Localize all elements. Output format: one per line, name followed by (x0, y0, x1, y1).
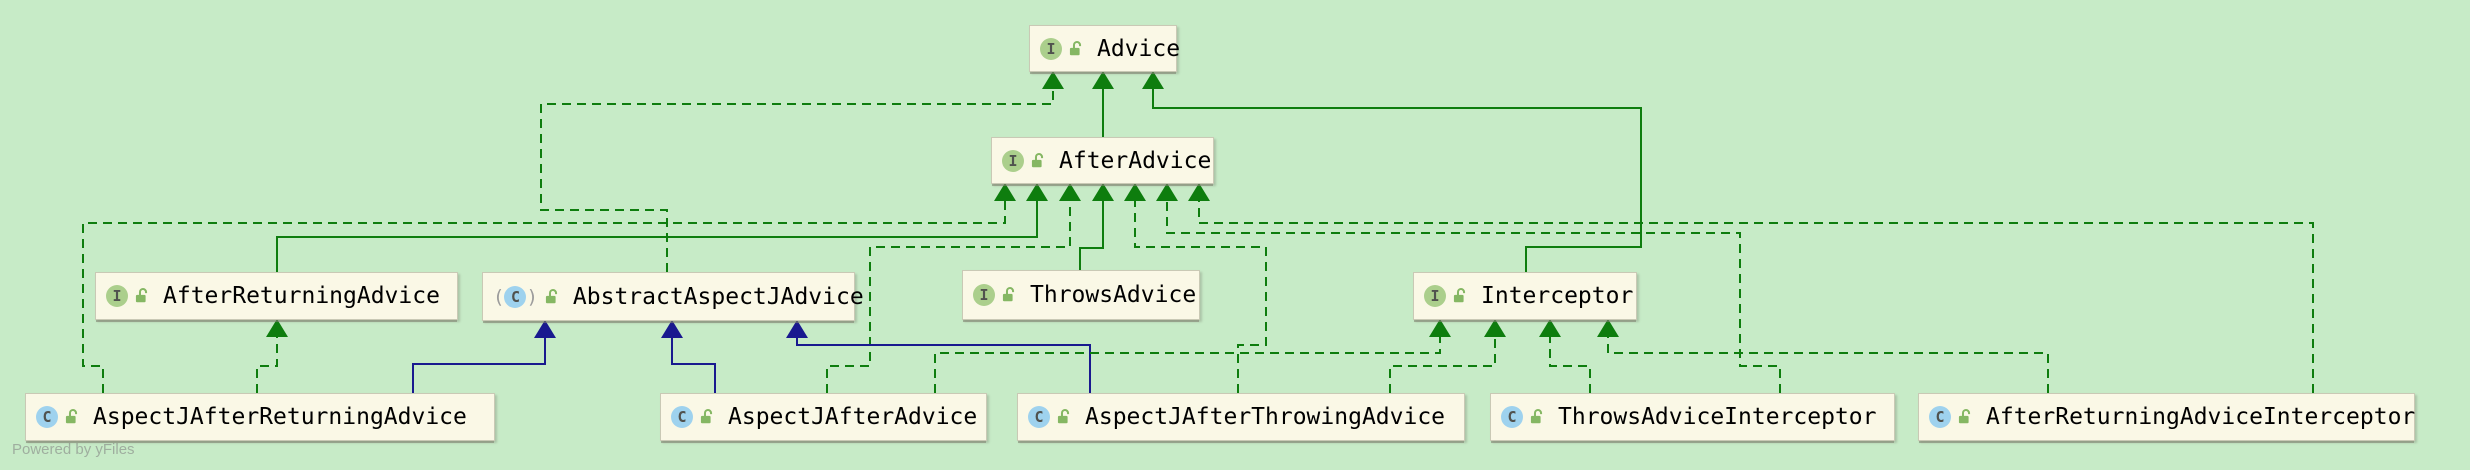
interface-icon: I (1424, 285, 1446, 307)
edge-ThrowsAdviceInterceptor-to-Interceptor (1539, 319, 1591, 393)
class-name-label: Advice (1097, 35, 1181, 62)
edge-AspectJAfterAdvice-to-AfterAdvice (826, 183, 1081, 393)
edge-AfterReturningAdvice-to-AfterAdvice (276, 183, 1048, 272)
unlocked-icon (1029, 152, 1047, 170)
edge-ThrowsAdviceInterceptor-to-AfterAdvice (1156, 183, 1781, 393)
class-name-label: ThrowsAdvice (1030, 282, 1197, 308)
unlocked-icon (1067, 40, 1085, 58)
class-node-AfterReturningAdviceInterceptor[interactable]: C AfterReturningAdviceInterceptor (1918, 393, 2415, 441)
class-node-AfterReturningAdvice[interactable]: I AfterReturningAdvice (95, 272, 458, 320)
yfiles-watermark: Powered by yFiles (12, 441, 135, 458)
edge-AspectJAfterAdvice-to-Interceptor (934, 319, 1451, 393)
edge-AspectJAfterAdvice-to-AbstractAspectJAdvice (661, 320, 716, 393)
edge-AspectJAfterReturningAdvice-to-AbstractAspectJAdvice (412, 320, 556, 393)
unlocked-icon (63, 408, 81, 426)
abstract-paren-close: ) (526, 285, 538, 308)
unlocked-icon (1528, 408, 1546, 426)
class-icon: C (1501, 406, 1523, 428)
class-node-ThrowsAdviceInterceptor[interactable]: C ThrowsAdviceInterceptor (1490, 393, 1895, 441)
class-node-ThrowsAdvice[interactable]: I ThrowsAdvice (962, 270, 1200, 320)
class-icon: C (1929, 406, 1951, 428)
interface-icon: I (1002, 149, 1024, 172)
edge-AspectJAfterThrowingAdvice-to-Interceptor (1389, 319, 1506, 393)
class-name-label: AfterAdvice (1059, 147, 1212, 174)
edge-AspectJAfterReturningAdvice-to-AfterReturningAdvice (256, 319, 288, 393)
unlocked-icon (1451, 287, 1469, 305)
class-node-Interceptor[interactable]: I Interceptor (1413, 272, 1637, 320)
class-node-AspectJAfterThrowingAdvice[interactable]: C AspectJAfterThrowingAdvice (1017, 393, 1465, 441)
class-icon: C (36, 406, 58, 428)
class-name-label: AspectJAfterThrowingAdvice (1085, 404, 1446, 430)
interface-icon: I (106, 285, 128, 307)
edge-AspectJAfterReturningAdvice-to-AfterAdvice (82, 183, 1016, 393)
edge-AspectJAfterThrowingAdvice-to-AbstractAspectJAdvice (786, 320, 1091, 393)
class-name-label: AspectJAfterReturningAdvice (93, 404, 467, 430)
interface-icon: I (973, 284, 995, 306)
unlocked-icon (1000, 286, 1018, 304)
class-icon: C (671, 406, 693, 428)
class-node-AbstractAspectJAdvice[interactable]: (C) AbstractAspectJAdvice (482, 272, 864, 321)
interface-icon: I (1040, 37, 1062, 60)
edge-AspectJAfterThrowingAdvice-to-AfterAdvice (1124, 183, 1267, 393)
class-name-label: Interceptor (1481, 283, 1634, 309)
class-name-label: ThrowsAdviceInterceptor (1558, 404, 1877, 430)
class-node-AspectJAfterAdvice[interactable]: C AspectJAfterAdvice (660, 393, 987, 441)
abstract-paren-open: ( (493, 285, 505, 308)
edge-Interceptor-to-Advice (1142, 71, 1642, 272)
edge-AfterReturningAdviceInterceptor-to-AfterAdvice (1188, 183, 2314, 393)
edge-ThrowsAdvice-to-AfterAdvice (1079, 183, 1114, 270)
class-name-label: AfterReturningAdviceInterceptor (1986, 404, 2416, 430)
class-name-label: AspectJAfterAdvice (728, 404, 978, 430)
unlocked-icon (133, 287, 151, 305)
class-node-AspectJAfterReturningAdvice[interactable]: C AspectJAfterReturningAdvice (25, 393, 495, 441)
edge-AbstractAspectJAdvice-to-Advice (540, 71, 1064, 272)
edge-AfterReturningAdviceInterceptor-to-Interceptor (1597, 319, 2049, 393)
class-name-label: AfterReturningAdvice (163, 283, 440, 309)
unlocked-icon (1055, 408, 1073, 426)
class-node-AfterAdvice[interactable]: I AfterAdvice (991, 137, 1214, 184)
unlocked-icon (1956, 408, 1974, 426)
abstract-class-icon: C (504, 285, 527, 308)
class-icon: C (1028, 406, 1050, 428)
unlocked-icon (698, 408, 716, 426)
unlocked-icon (543, 288, 561, 306)
class-node-Advice[interactable]: I Advice (1029, 25, 1181, 72)
class-name-label: AbstractAspectJAdvice (572, 283, 864, 310)
